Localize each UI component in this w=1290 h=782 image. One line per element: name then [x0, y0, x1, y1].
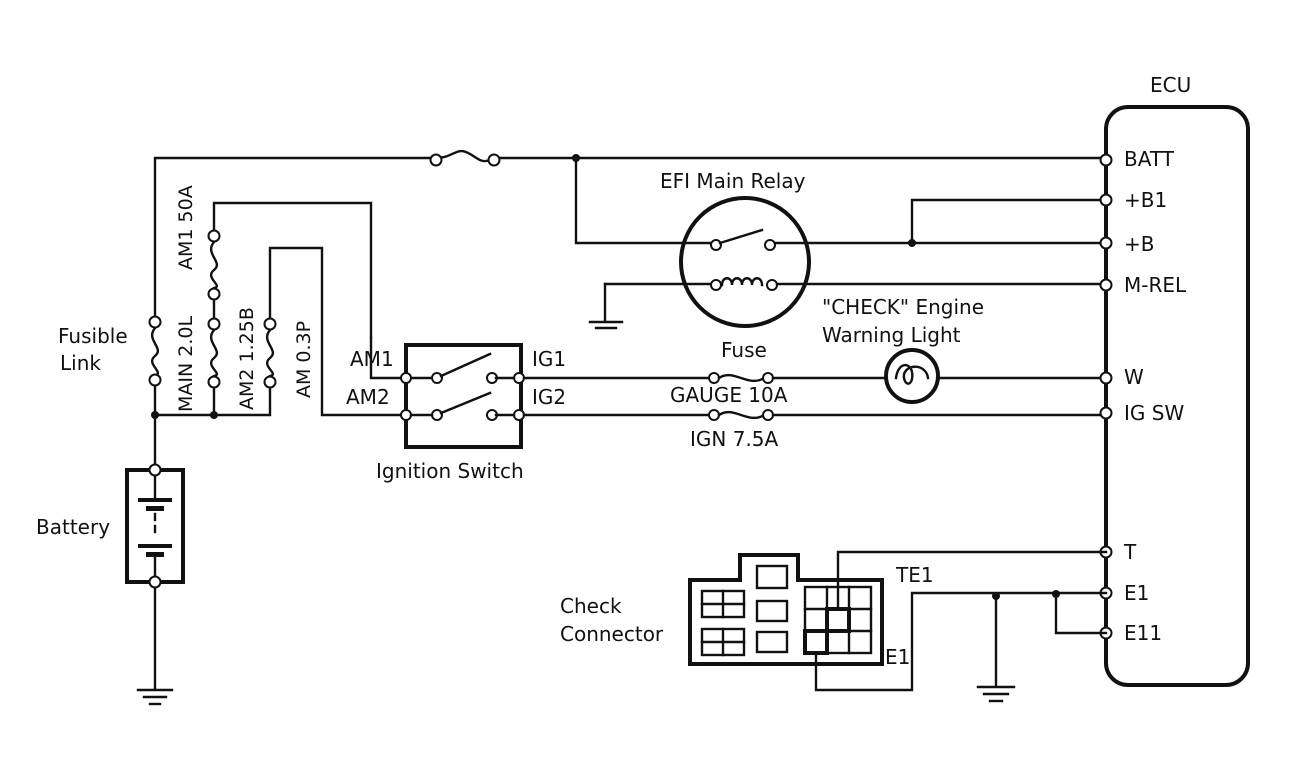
fuse-title: Fuse — [721, 338, 767, 362]
ecu-pin-batt-label: BATT — [1124, 147, 1175, 171]
check-light-label-2: Warning Light — [822, 323, 961, 347]
efi-main-relay — [574, 156, 1108, 330]
ign-am2-label: AM2 — [346, 385, 390, 409]
ecu-pin-w-label: W — [1124, 365, 1144, 389]
check-engine-lamp-icon — [884, 348, 940, 404]
fusible-link-am2 — [207, 317, 221, 419]
ignition-switch-label: Ignition Switch — [376, 459, 524, 483]
relay-label: EFI Main Relay — [660, 169, 806, 193]
link-main-label: MAIN 2.0L — [175, 316, 197, 412]
check-light-label-1: "CHECK" Engine — [822, 295, 984, 319]
fusible-link-am1 — [207, 201, 373, 340]
gauge-fuse-label: GAUGE 10A — [670, 383, 788, 407]
ign-ig1-label: IG1 — [532, 347, 566, 371]
ecu-box — [1104, 105, 1250, 687]
battery-icon — [125, 463, 185, 706]
b1-branch — [908, 198, 1108, 247]
ecu-pin-mrel-label: M-REL — [1124, 273, 1187, 297]
ecu-pin-b1-label: +B1 — [1124, 188, 1167, 212]
link-am1-label: AM1 50A — [175, 185, 197, 270]
ecu-title: ECU — [1150, 73, 1191, 97]
ign-fuse-label: IGN 7.5A — [690, 427, 779, 451]
link-am-label: AM 0.3P — [293, 321, 315, 398]
gauge-fuse-wire — [522, 372, 1108, 384]
te1-label: TE1 — [895, 563, 934, 587]
ecu-pin-e1-label: E1 — [1124, 581, 1149, 605]
ecu-pin-t-label: T — [1123, 540, 1137, 564]
link-am2-label: AM2 1.25B — [236, 307, 258, 410]
e1-ground — [976, 590, 1108, 703]
batt-wire — [153, 149, 1108, 322]
ecu-pin-igsw-label: IG SW — [1124, 401, 1184, 425]
fusible-link-main — [148, 315, 162, 468]
ecu-pin-e11-label: E11 — [1124, 621, 1162, 645]
ign-am1-label: AM1 — [350, 347, 394, 371]
connector-e1-label: E1 — [885, 645, 910, 669]
fusible-link-am — [153, 246, 408, 417]
fusible-link-label-1: Fusible — [58, 324, 128, 348]
ignition-switch — [369, 336, 525, 449]
ign-fuse-wire — [522, 409, 1108, 421]
check-connector — [688, 550, 1108, 692]
check-connector-label-2: Connector — [560, 622, 664, 646]
ecu-pin-b-label: +B — [1124, 232, 1154, 256]
battery-label: Battery — [36, 515, 110, 539]
check-connector-label-1: Check — [560, 594, 622, 618]
ign-ig2-label: IG2 — [532, 385, 566, 409]
fusible-link-label-2: Link — [60, 351, 101, 375]
